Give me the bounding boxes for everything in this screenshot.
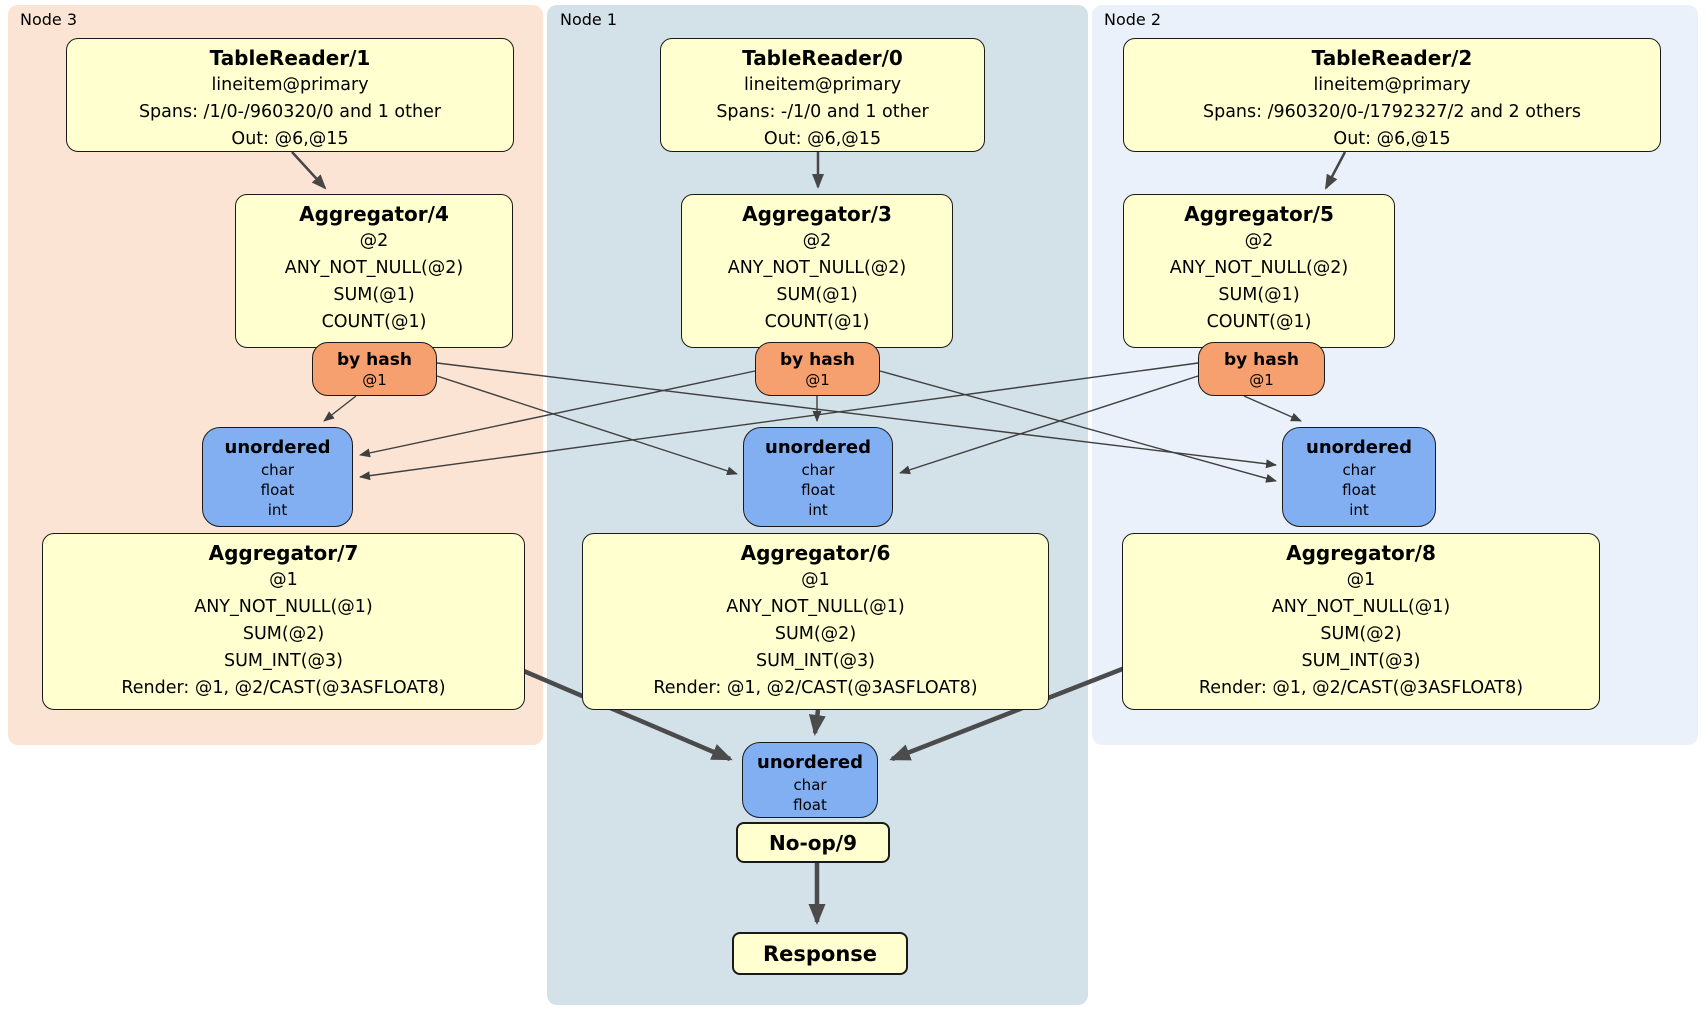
aggregator-8: Aggregator/8 @1 ANY_NOT_NULL(@1) SUM(@2)…: [1122, 533, 1600, 710]
agg-fn-line: ANY_NOT_NULL(@2): [1169, 258, 1349, 278]
sync-title: unordered: [1306, 437, 1412, 458]
noop-processor: No-op/9: [736, 822, 890, 863]
agg-fn-line: SUM(@1): [1218, 285, 1300, 305]
sync-col: float: [1342, 481, 1376, 499]
processor-title: Aggregator/5: [1184, 202, 1334, 226]
table-reader-2: TableReader/2 lineitem@primary Spans: /9…: [1123, 38, 1661, 152]
node1-label: Node 1: [560, 10, 618, 29]
agg-fn-line: COUNT(@1): [321, 312, 427, 332]
group-cols-line: @1: [269, 570, 298, 590]
agg-fn-line: SUM(@2): [774, 624, 857, 644]
response-node: Response: [732, 932, 908, 975]
sync-col: int: [1349, 501, 1369, 519]
response-title: Response: [762, 941, 878, 966]
unordered-sync-node3: unordered char float int: [202, 427, 353, 527]
aggregator-7: Aggregator/7 @1 ANY_NOT_NULL(@1) SUM(@2)…: [42, 533, 525, 710]
agg-fn-line: SUM_INT(@3): [1301, 651, 1421, 671]
processor-title: Aggregator/6: [740, 541, 891, 565]
index-line: lineitem@primary: [1313, 75, 1471, 95]
agg-fn-line: SUM(@2): [1320, 624, 1402, 644]
hash-router-node2: by hash @1: [1198, 342, 1325, 396]
router-cols: @1: [1249, 371, 1274, 389]
out-line: Out: @6,@15: [763, 129, 882, 149]
processor-title: TableReader/0: [742, 46, 903, 70]
sync-title: unordered: [757, 752, 863, 773]
sync-col: char: [260, 461, 295, 479]
processor-title: TableReader/1: [209, 46, 371, 70]
router-title: by hash: [1224, 350, 1299, 370]
router-cols: @1: [362, 371, 387, 389]
unordered-sync-node1: unordered char float int: [743, 427, 893, 527]
group-cols-line: @1: [801, 570, 830, 590]
agg-fn-line: ANY_NOT_NULL(@1): [1271, 597, 1451, 617]
agg-fn-line: ANY_NOT_NULL(@1): [194, 597, 373, 617]
sync-col: char: [801, 461, 835, 479]
agg-fn-line: SUM(@2): [242, 624, 325, 644]
sync-title: unordered: [224, 437, 331, 458]
processor-title: TableReader/2: [1311, 46, 1473, 70]
router-title: by hash: [337, 350, 412, 370]
table-reader-0: TableReader/0 lineitem@primary Spans: -/…: [660, 38, 985, 152]
agg-fn-line: COUNT(@1): [764, 312, 870, 332]
node2-label: Node 2: [1104, 10, 1162, 29]
agg-fn-line: COUNT(@1): [1206, 312, 1312, 332]
processor-title: Aggregator/7: [208, 541, 359, 565]
processor-title: Aggregator/3: [742, 202, 892, 226]
agg-fn-line: SUM(@1): [776, 285, 858, 305]
unordered-sync-node2: unordered char float int: [1282, 427, 1436, 527]
group-cols-line: @1: [1346, 570, 1376, 590]
sync-col: float: [260, 481, 295, 499]
group-cols-line: @2: [359, 231, 389, 251]
agg-fn-line: SUM(@1): [333, 285, 415, 305]
processor-title: No-op/9: [768, 830, 858, 855]
sync-col: char: [793, 776, 827, 794]
sync-col: int: [267, 501, 288, 519]
index-line: lineitem@primary: [211, 75, 369, 95]
agg-fn-line: ANY_NOT_NULL(@2): [284, 258, 464, 278]
sync-title: unordered: [765, 437, 871, 458]
render-line: Render: @1, @2/CAST(@3ASFLOAT8): [1198, 678, 1524, 698]
table-reader-1: TableReader/1 lineitem@primary Spans: /1…: [66, 38, 514, 152]
aggregator-4: Aggregator/4 @2 ANY_NOT_NULL(@2) SUM(@1)…: [235, 194, 513, 348]
aggregator-3: Aggregator/3 @2 ANY_NOT_NULL(@2) SUM(@1)…: [681, 194, 953, 348]
agg-fn-line: ANY_NOT_NULL(@1): [726, 597, 905, 617]
spans-line: Spans: /1/0-/960320/0 and 1 other: [138, 102, 442, 122]
spans-line: Spans: /960320/0-/1792327/2 and 2 others: [1202, 102, 1581, 122]
index-line: lineitem@primary: [743, 75, 902, 95]
sync-col: int: [808, 501, 828, 519]
out-line: Out: @6,@15: [231, 129, 349, 149]
unordered-sync-final: unordered char float: [742, 742, 878, 818]
group-cols-line: @2: [802, 231, 832, 251]
agg-fn-line: ANY_NOT_NULL(@2): [727, 258, 907, 278]
hash-router-node1: by hash @1: [755, 342, 880, 396]
render-line: Render: @1, @2/CAST(@3ASFLOAT8): [653, 678, 978, 698]
out-line: Out: @6,@15: [1333, 129, 1451, 149]
processor-title: Aggregator/8: [1286, 541, 1436, 565]
render-line: Render: @1, @2/CAST(@3ASFLOAT8): [121, 678, 446, 698]
spans-line: Spans: -/1/0 and 1 other: [716, 102, 929, 122]
hash-router-node3: by hash @1: [312, 342, 437, 396]
agg-fn-line: SUM_INT(@3): [224, 651, 343, 671]
router-cols: @1: [805, 371, 830, 389]
aggregator-6: Aggregator/6 @1 ANY_NOT_NULL(@1) SUM(@2)…: [582, 533, 1049, 710]
sync-col: float: [801, 481, 835, 499]
sync-col: float: [793, 796, 827, 814]
sync-col: char: [1342, 461, 1376, 479]
processor-title: Aggregator/4: [299, 202, 449, 226]
aggregator-5: Aggregator/5 @2 ANY_NOT_NULL(@2) SUM(@1)…: [1123, 194, 1395, 348]
router-title: by hash: [780, 350, 855, 370]
node3-label: Node 3: [20, 10, 78, 29]
group-cols-line: @2: [1244, 231, 1274, 251]
agg-fn-line: SUM_INT(@3): [756, 651, 875, 671]
